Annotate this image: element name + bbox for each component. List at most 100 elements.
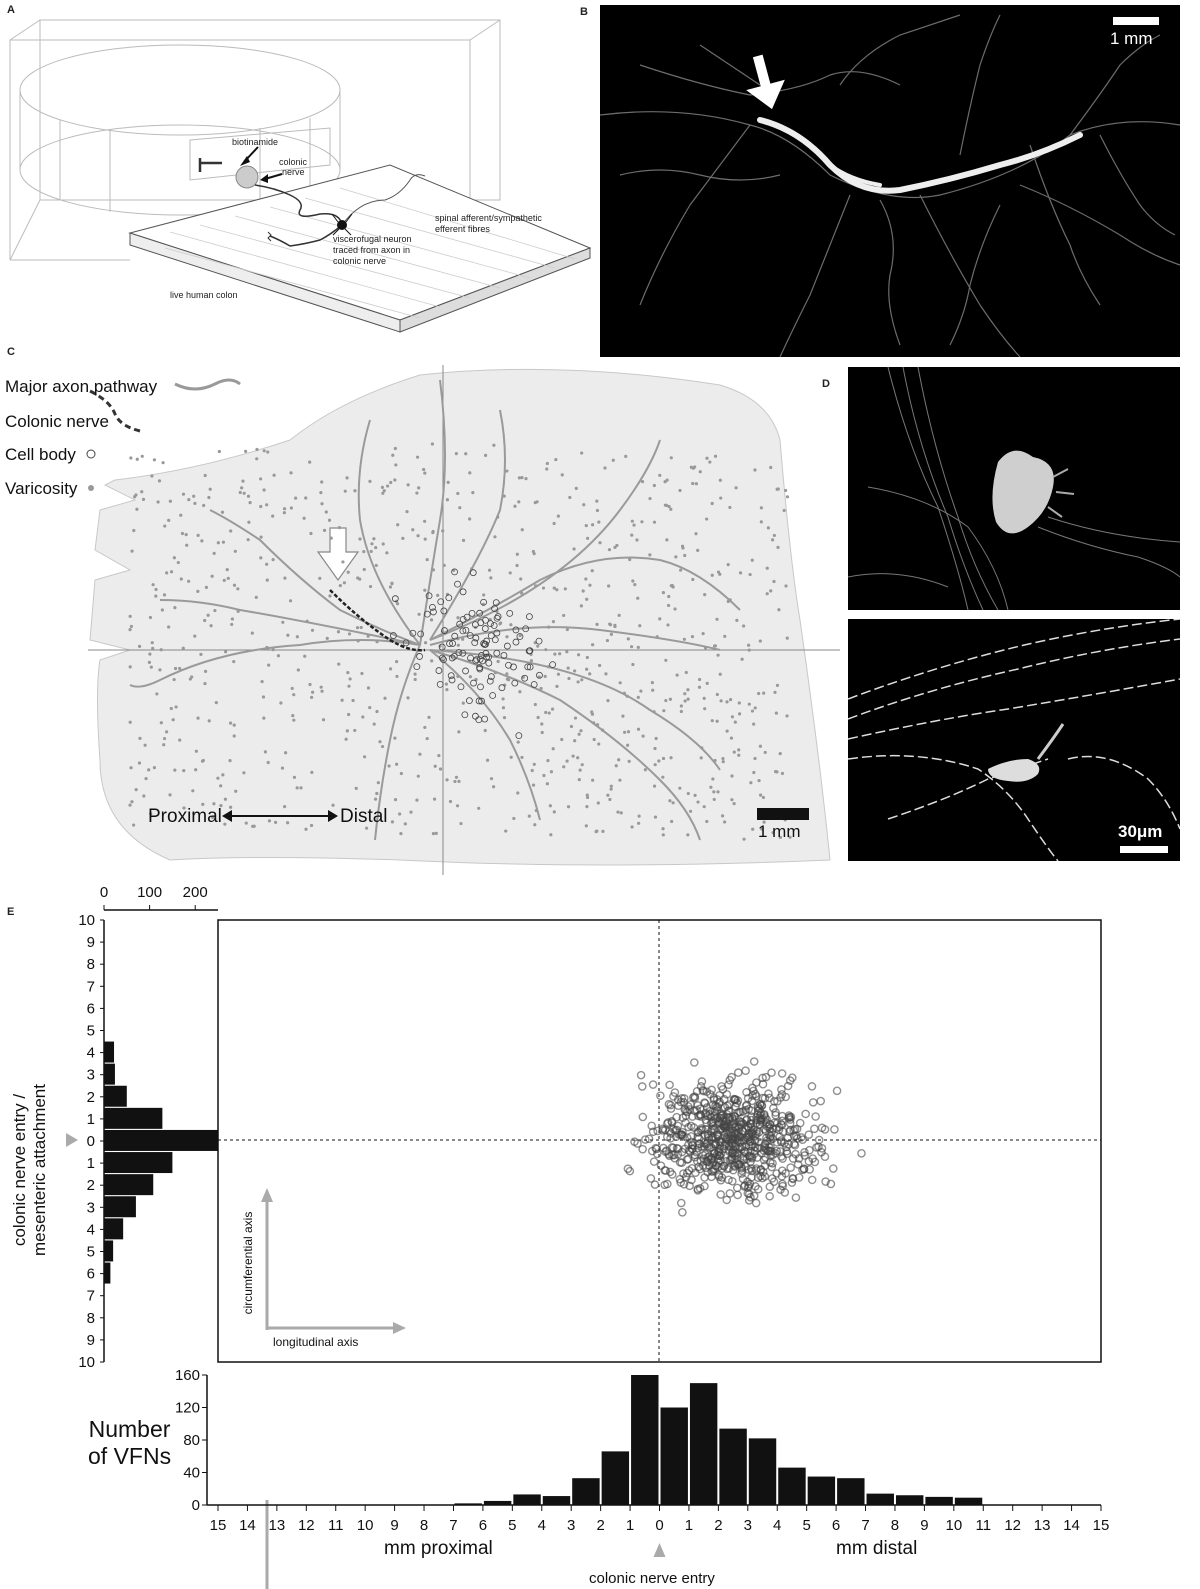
varicosity-dot [255, 457, 259, 461]
varicosity-dot [267, 663, 271, 667]
varicosity-dot [748, 572, 752, 577]
cell-body-marker [413, 663, 421, 671]
varicosity-dot [206, 613, 210, 617]
varicosity-dot [262, 449, 266, 453]
varicosity-dot [710, 719, 714, 723]
scatter-point [700, 1181, 709, 1191]
scatter-point [769, 1177, 779, 1187]
varicosity-dot [543, 674, 547, 678]
varicosity-dot [169, 570, 174, 574]
cell-body-marker [481, 625, 489, 632]
varicosity-dot [784, 488, 788, 493]
varicosity-dot [266, 450, 270, 454]
varicosity-dot [162, 736, 167, 741]
varicosity-dot [164, 730, 169, 734]
varicosity-dot [219, 784, 223, 788]
varicosity-dot [668, 799, 672, 803]
varicosity-dot [499, 621, 503, 625]
bottom-hist-bar [778, 1467, 806, 1505]
varicosity-dot [180, 531, 185, 536]
scatter-point [679, 1094, 689, 1103]
varicosity-dot [547, 625, 551, 629]
varicosity-dot [144, 776, 148, 781]
varicosity-dot [501, 706, 506, 710]
varicosity-dot [628, 557, 632, 562]
varicosity-dot [565, 650, 569, 654]
varicosity-dot [773, 770, 778, 774]
varicosity-dot [325, 636, 329, 640]
varicosity-dot [679, 709, 683, 714]
varicosity-dot [670, 583, 674, 588]
varicosity-dot [579, 604, 583, 608]
varicosity-dot [554, 457, 558, 462]
bottom-hist-xtick: 11 [328, 1517, 344, 1534]
cell-body-marker [536, 671, 543, 679]
varicosity-dot [591, 643, 595, 647]
varicosity-dot [283, 804, 287, 809]
varicosity-dot [737, 701, 741, 705]
cell-body-marker [493, 629, 501, 637]
varicosity-dot [566, 805, 571, 809]
side-hist-bar [104, 1085, 127, 1107]
varicosity-dot [200, 759, 205, 763]
varicosity-dot [550, 707, 555, 711]
side-hist-ytick: 0 [87, 1133, 95, 1150]
varicosity-dot [661, 833, 665, 837]
varicosity-dot [508, 571, 512, 575]
varicosity-dot [742, 837, 746, 841]
varicosity-dot [246, 494, 251, 498]
varicosity-dot [310, 770, 314, 774]
bottom-hist-xtick: 8 [891, 1517, 899, 1534]
cell-body-marker [446, 640, 453, 647]
varicosity-dot [212, 802, 216, 806]
varicosity-dot [271, 557, 275, 562]
varicosity-dot [578, 768, 582, 772]
varicosity-dot [374, 563, 378, 568]
varicosity-dot [433, 764, 437, 768]
scatter-point [686, 1132, 696, 1141]
varicosity-dot [165, 571, 169, 575]
varicosity-dot [374, 545, 378, 550]
bottom-hist-bar [748, 1438, 777, 1505]
scatter-point [826, 1179, 836, 1189]
varicosity-dot [356, 576, 360, 580]
varicosity-dot [263, 750, 267, 754]
scatter-point [746, 1123, 756, 1132]
varicosity-dot [782, 508, 786, 513]
varicosity-dot [673, 607, 677, 611]
scatter-point [647, 1121, 657, 1131]
scatter-point [661, 1166, 671, 1175]
varicosity-dot [459, 821, 463, 826]
scatter-point [772, 1146, 781, 1156]
scatter-point [672, 1125, 682, 1135]
varicosity-dot [282, 511, 286, 515]
scatter-point [663, 1179, 672, 1189]
varicosity-dot [630, 825, 634, 829]
varicosity-dot [318, 576, 322, 580]
varicosity-dot [563, 587, 567, 591]
varicosity-dot [292, 775, 297, 779]
cell-body-marker [483, 637, 490, 645]
varicosity-dot [641, 734, 645, 738]
varicosity-dot [438, 767, 443, 771]
varicosity-dot [259, 535, 263, 539]
varicosity-dot [309, 823, 314, 828]
scatter-point [804, 1130, 814, 1139]
varicosity-dot [461, 538, 466, 542]
scatter-point [715, 1113, 725, 1123]
scatter-point [703, 1153, 713, 1162]
varicosity-dot [234, 789, 238, 793]
cell-body-marker [505, 661, 512, 669]
varicosity-dot [430, 659, 434, 663]
varicosity-dot [143, 743, 147, 747]
varicosity-dot [545, 461, 549, 466]
varicosity-dot [417, 486, 421, 490]
varicosity-dot [671, 801, 675, 805]
varicosity-dot [355, 626, 360, 630]
varicosity-dot [203, 669, 208, 673]
varicosity-dot [718, 672, 722, 676]
cell-body-marker [465, 697, 473, 705]
varicosity-dot [308, 682, 312, 687]
varicosity-dot [329, 536, 333, 540]
varicosity-dot [565, 627, 569, 632]
